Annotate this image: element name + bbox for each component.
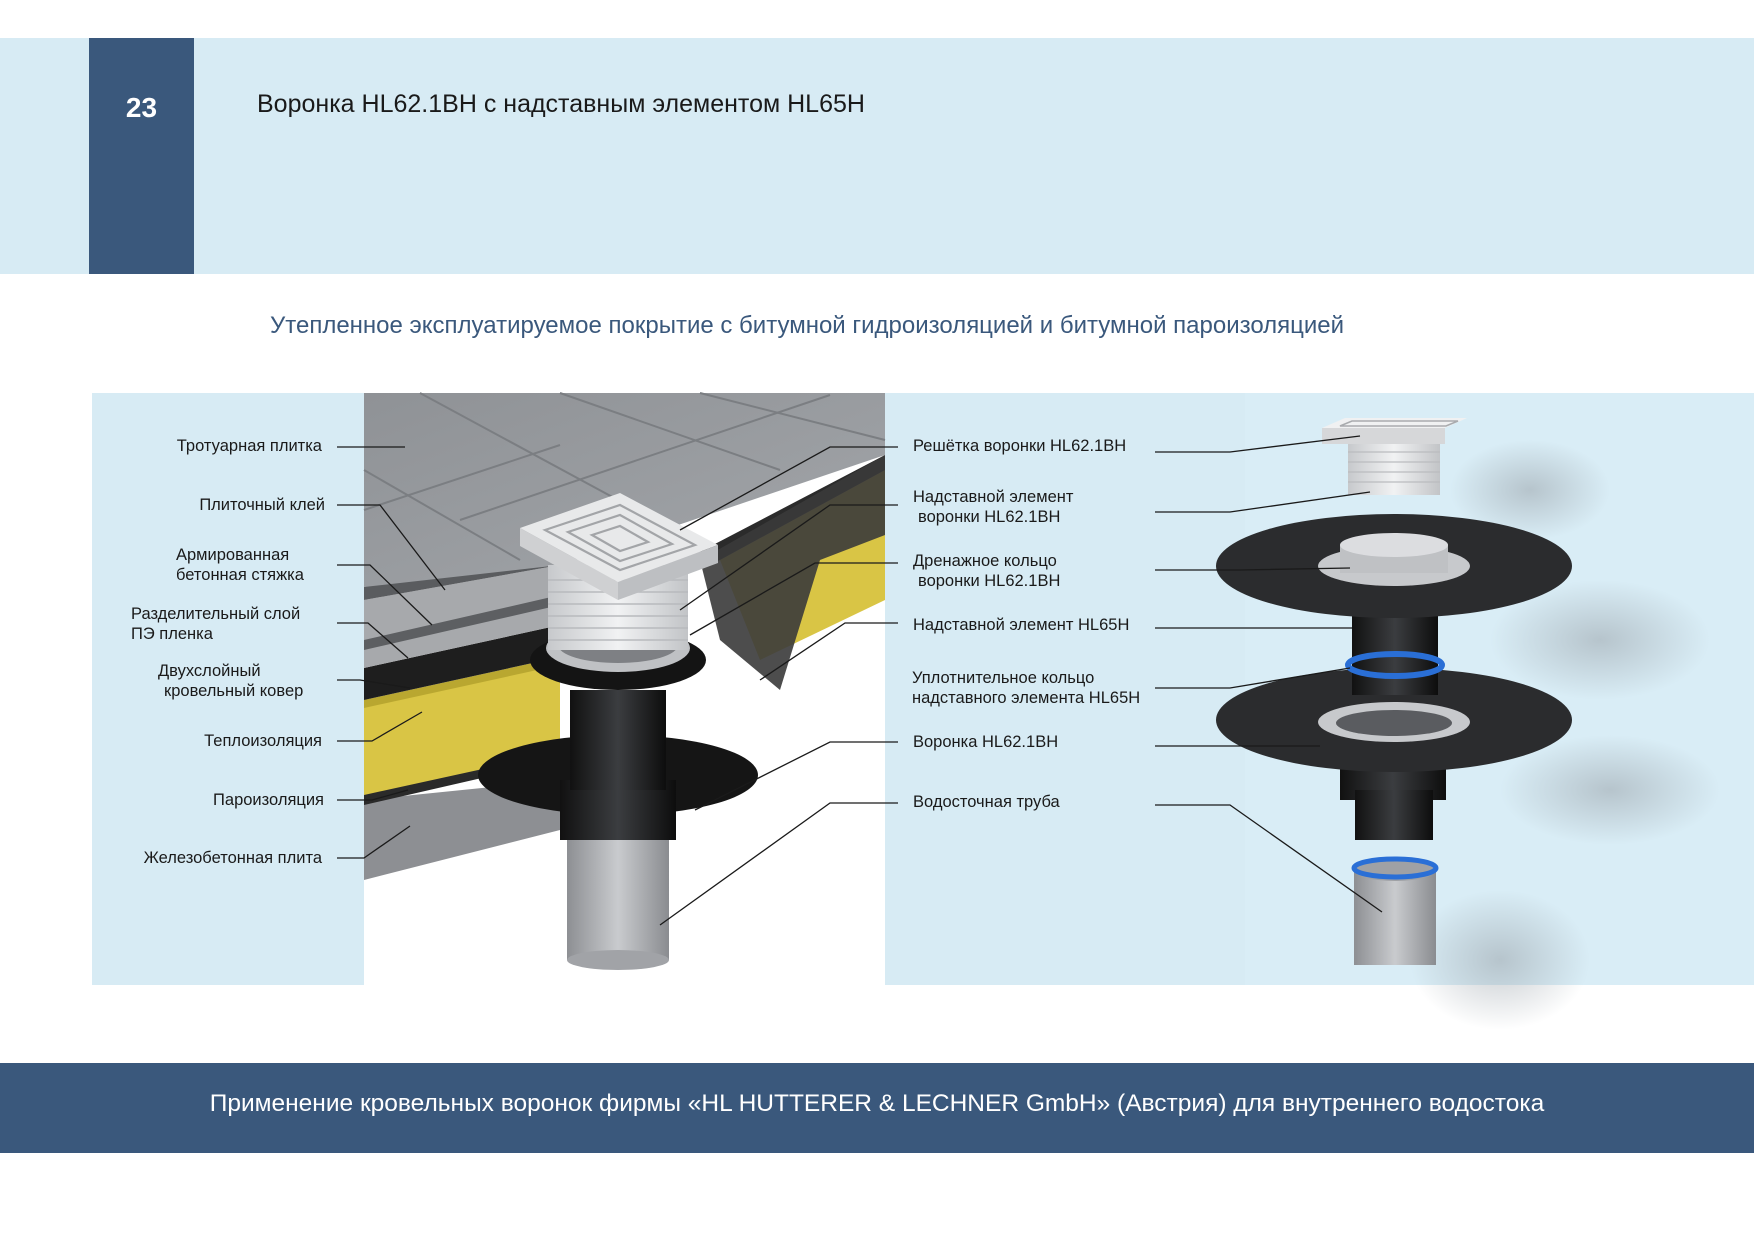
label-sealing-ring: Уплотнительное кольцо надставного элемен… [912,669,1141,707]
roof-cutaway-illustration [363,392,886,985]
label-roofing-membrane: Двухслойный кровельный ковер [158,662,304,700]
middle-leader-lines [659,446,898,926]
label-tile-adhesive: Плиточный клей [199,496,325,514]
page-title: Воронка HL62.1BH с надставным элементом … [257,90,865,118]
label-separation-layer: Разделительный слой ПЭ пленка [131,605,301,643]
label-funnel: Воронка HL62.1BH [913,733,1059,751]
label-extension-element: Надставной элемент воронки HL62.1BH [913,488,1074,526]
left-leader-lines [337,446,446,859]
label-drain-grate: Решётка воронки HL62.1BH [913,437,1127,455]
label-thermal-insulation: Теплоизоляция [204,732,322,750]
footer-band [0,1063,1754,1153]
label-paving-tile: Тротуарная плитка [176,437,322,455]
section-subtitle: Утепленное эксплуатируемое покрытие с би… [270,312,1345,339]
label-concrete-slab: Железобетонная плита [143,849,322,867]
label-downpipe: Водосточная труба [913,793,1060,811]
page-number-tab [89,38,194,274]
label-extension-hl65h: Надставной элемент HL65H [913,616,1130,634]
left-label-panel [92,393,364,985]
exploded-view-illustration [1216,418,1720,1030]
header-band [0,38,1754,274]
page-number: 23 [125,92,158,123]
label-drainage-ring: Дренажное кольцо воронки HL62.1BH [913,552,1061,590]
label-reinforced-screed: Армированная бетонная стяжка [176,546,304,584]
label-vapour-barrier: Пароизоляция [213,791,324,809]
exploded-leader-lines [1155,435,1383,913]
footer-text: Применение кровельных воронок фирмы «HL … [209,1090,1545,1117]
